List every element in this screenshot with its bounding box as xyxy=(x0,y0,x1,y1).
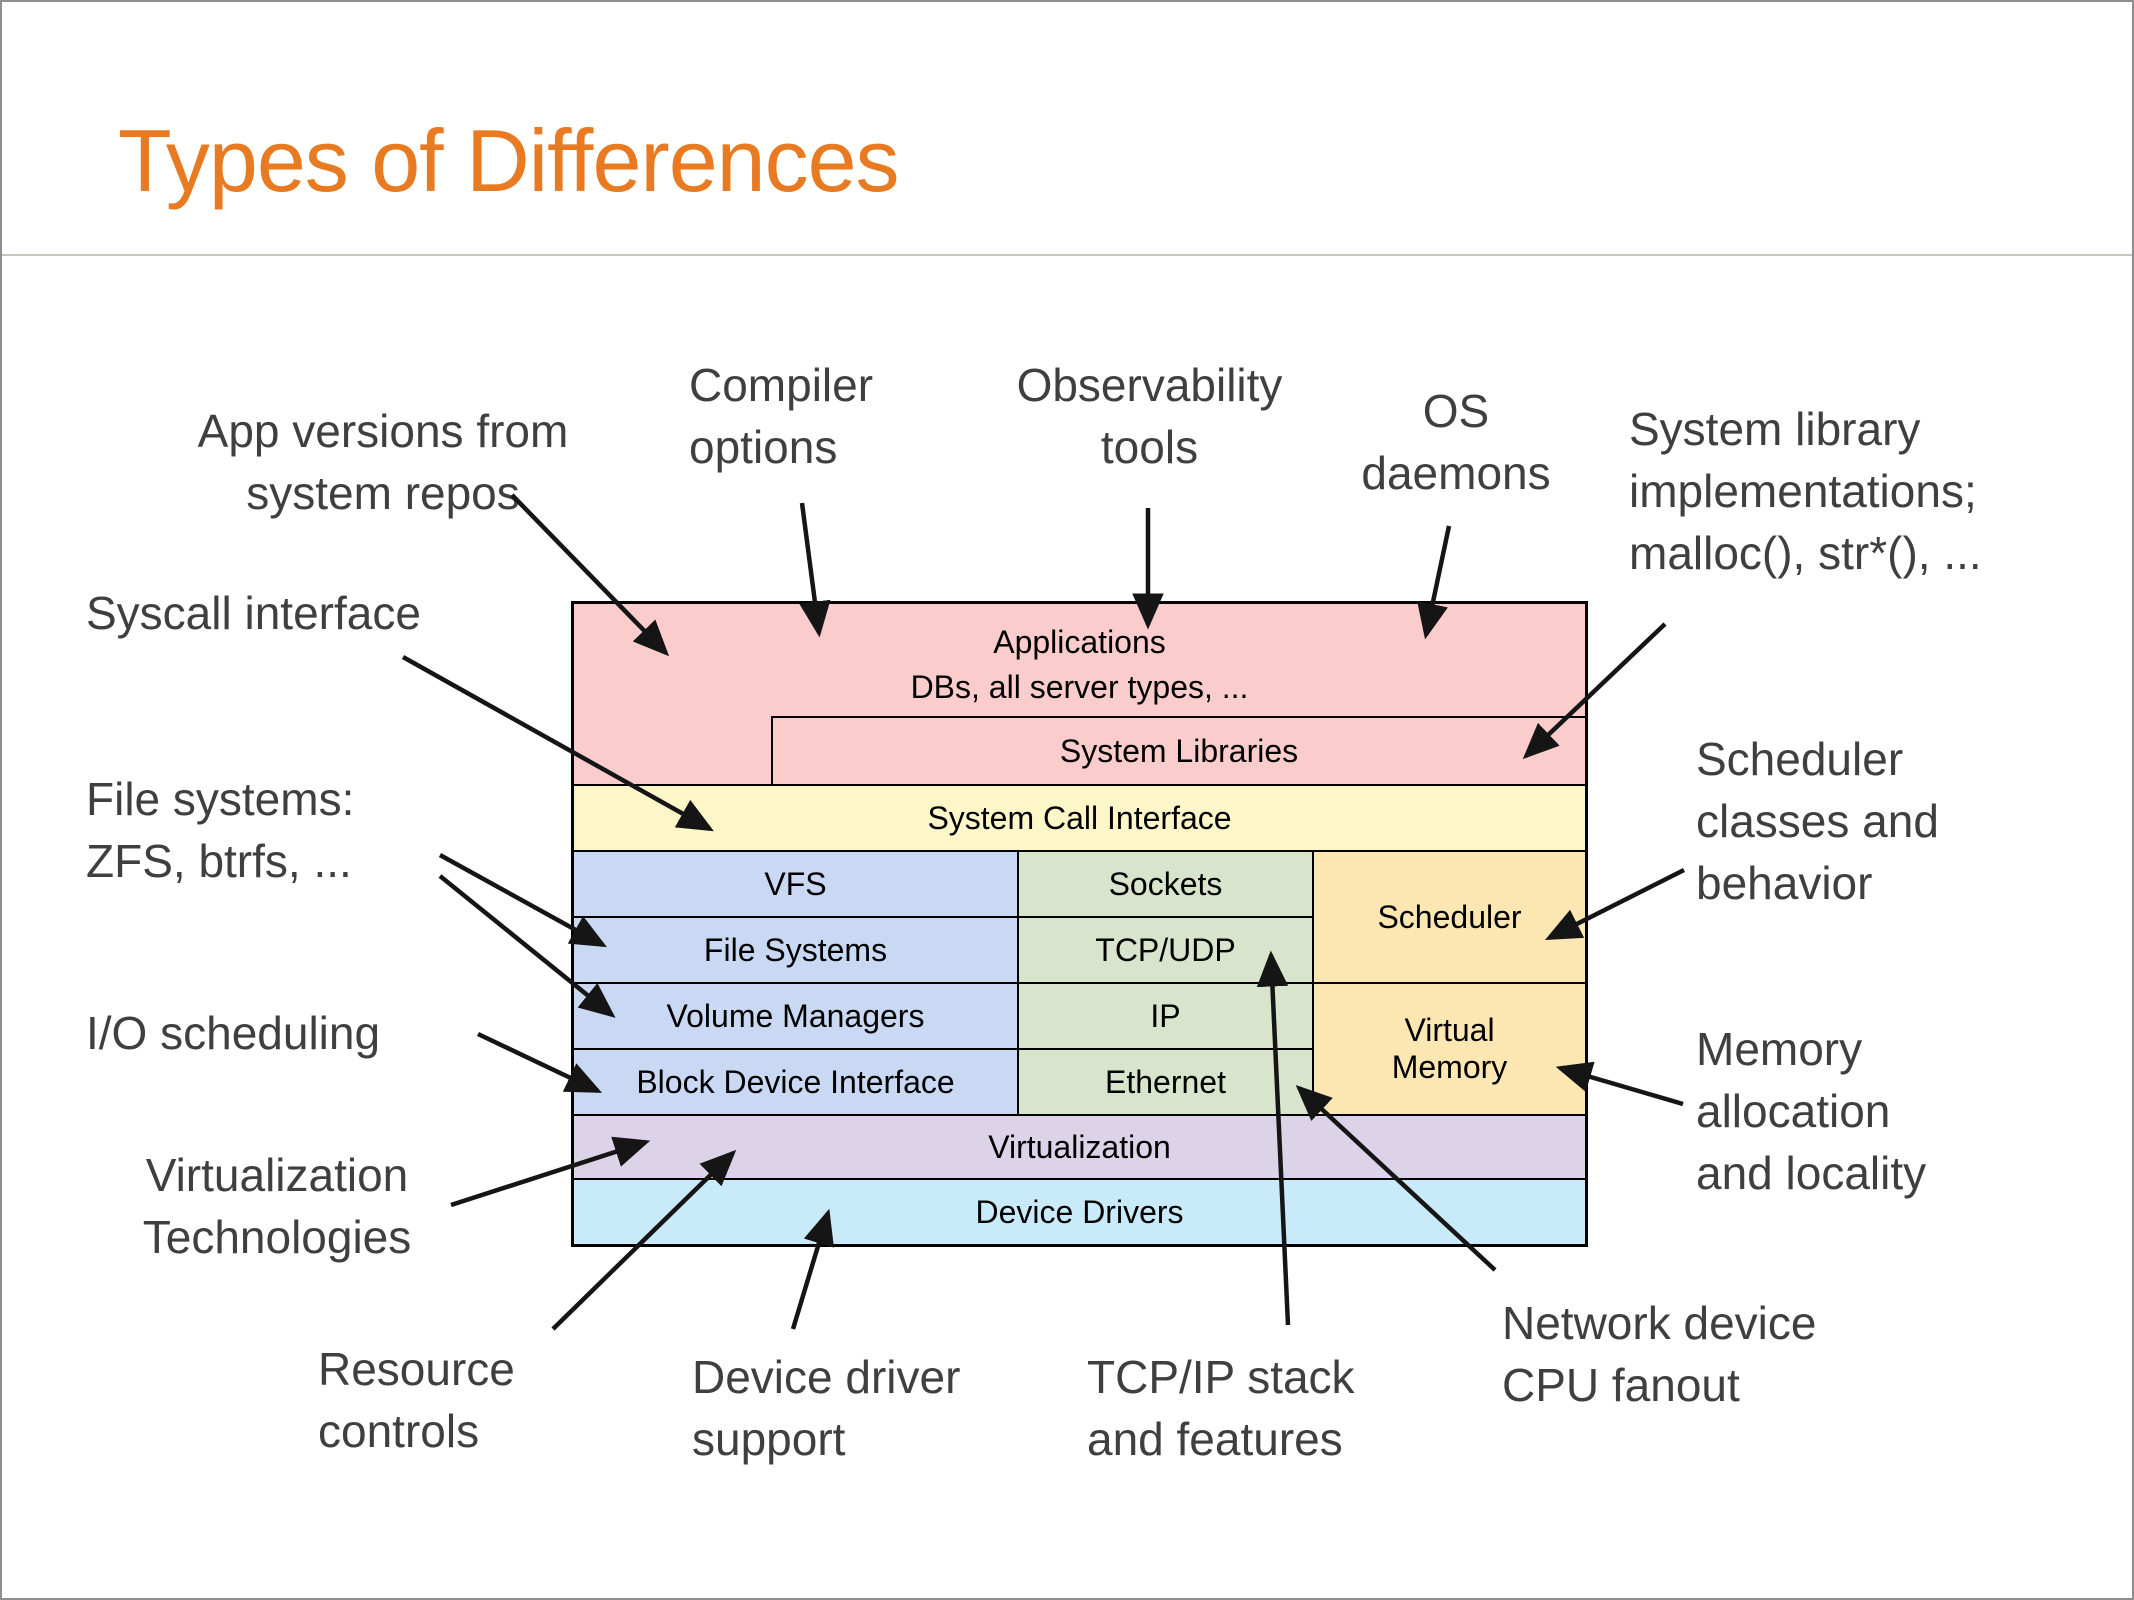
stack-label-volume-managers: Volume Managers xyxy=(666,997,925,1034)
label-tcpip-stack: TCP/IP stack and features xyxy=(1087,1346,1355,1470)
title-divider xyxy=(2,254,2132,256)
label-text: options xyxy=(689,421,838,473)
stack-scheduler-box: Scheduler xyxy=(1312,850,1585,982)
label-syscall-interface: Syscall interface xyxy=(86,582,421,644)
label-text: malloc(), str*(), ... xyxy=(1629,527,1982,579)
label-text: TCP/IP stack xyxy=(1087,1351,1355,1403)
label-virtualization-technologies: Virtualization Technologies xyxy=(102,1144,452,1268)
label-text: controls xyxy=(318,1405,480,1457)
label-resource-controls: Resource controls xyxy=(318,1338,515,1462)
label-text: CPU fanout xyxy=(1502,1359,1740,1411)
stack-volume-managers-box: Volume Managers xyxy=(574,982,1017,1048)
stack-sockets-box: Sockets xyxy=(1017,850,1312,916)
label-text: Observability xyxy=(1016,359,1283,411)
label-app-versions: App versions from system repos xyxy=(145,400,621,524)
stack-label-applications: Applications xyxy=(993,624,1166,660)
label-text: classes and xyxy=(1696,795,1939,847)
label-text: I/O scheduling xyxy=(86,1007,381,1059)
stack-file-systems-box: File Systems xyxy=(574,916,1017,982)
stack-block-device-interface-box: Block Device Interface xyxy=(574,1048,1017,1114)
label-network-device: Network device CPU fanout xyxy=(1502,1292,1816,1416)
label-compiler-options: Compiler options xyxy=(689,354,873,478)
stack-ip-box: IP xyxy=(1017,982,1312,1048)
stack-label-tcp-udp: TCP/UDP xyxy=(1095,931,1236,968)
label-text: Compiler xyxy=(689,359,874,411)
label-text: support xyxy=(692,1413,846,1465)
stack-label-ethernet: Ethernet xyxy=(1105,1063,1226,1100)
stack-label-scheduler: Scheduler xyxy=(1377,898,1522,935)
stack-label-virtual-memory: Virtual Memory xyxy=(1391,1012,1508,1085)
label-file-systems: File systems: ZFS, btrfs, ... xyxy=(86,768,354,892)
label-text: and locality xyxy=(1696,1147,1927,1199)
stack-vfs-box: VFS xyxy=(574,850,1017,916)
stack-system-libraries-box: System Libraries xyxy=(771,716,1585,784)
stack-label-vfs: VFS xyxy=(764,865,827,902)
stack-label-applications-sub: DBs, all server types, ... xyxy=(910,669,1249,705)
label-text: Scheduler xyxy=(1696,733,1904,785)
stack-tcp-udp-box: TCP/UDP xyxy=(1017,916,1312,982)
stack-label-file-systems: File Systems xyxy=(703,931,888,968)
label-text: Resource xyxy=(318,1343,515,1395)
label-text: Network device xyxy=(1502,1297,1817,1349)
label-os-daemons: OS daemons xyxy=(1340,380,1572,504)
os-stack-diagram: Applications DBs, all server types, ... … xyxy=(571,601,1588,1247)
page-title: Types of Differences xyxy=(118,111,900,210)
label-text: System library xyxy=(1629,403,1921,455)
stack-label-sockets: Sockets xyxy=(1108,865,1223,902)
label-text: implementations; xyxy=(1629,465,1977,517)
label-text: File systems: xyxy=(86,773,355,825)
stack-label-system-call-interface: System Call Interface xyxy=(927,799,1232,836)
label-text: behavior xyxy=(1696,857,1873,909)
stack-label-virtualization: Virtualization xyxy=(988,1128,1171,1165)
label-text: Syscall interface xyxy=(86,587,421,639)
stack-label-block-device-interface: Block Device Interface xyxy=(636,1063,955,1100)
stack-virtualization-box: Virtualization xyxy=(574,1114,1585,1178)
stack-virtual-memory-box: Virtual Memory xyxy=(1312,982,1585,1114)
label-system-library: System library implementations; malloc()… xyxy=(1629,398,1982,584)
label-text: Technologies xyxy=(142,1211,412,1263)
stack-label-system-libraries: System Libraries xyxy=(1059,732,1299,769)
stack-label-ip: IP xyxy=(1150,997,1181,1034)
label-observability-tools: Observability tools xyxy=(977,354,1322,478)
label-text: OS xyxy=(1422,385,1490,437)
label-text: Device driver xyxy=(692,1351,961,1403)
label-text: Memory xyxy=(1696,1023,1863,1075)
label-scheduler-classes: Scheduler classes and behavior xyxy=(1696,728,1939,914)
label-text: system repos xyxy=(246,467,520,519)
label-text: tools xyxy=(1100,421,1199,473)
label-text: daemons xyxy=(1361,447,1551,499)
stack-ethernet-box: Ethernet xyxy=(1017,1048,1312,1114)
label-text: allocation xyxy=(1696,1085,1891,1137)
stack-label-device-drivers: Device Drivers xyxy=(975,1193,1184,1230)
label-io-scheduling: I/O scheduling xyxy=(86,1002,380,1064)
label-text: App versions from xyxy=(197,405,569,457)
label-device-driver-support: Device driver support xyxy=(692,1346,960,1470)
stack-device-drivers-box: Device Drivers xyxy=(574,1178,1585,1244)
label-text: ZFS, btrfs, ... xyxy=(86,835,352,887)
label-memory-allocation: Memory allocation and locality xyxy=(1696,1018,1926,1204)
stack-system-call-interface-box: System Call Interface xyxy=(574,784,1585,850)
label-text: and features xyxy=(1087,1413,1343,1465)
label-text: Virtualization xyxy=(145,1149,409,1201)
